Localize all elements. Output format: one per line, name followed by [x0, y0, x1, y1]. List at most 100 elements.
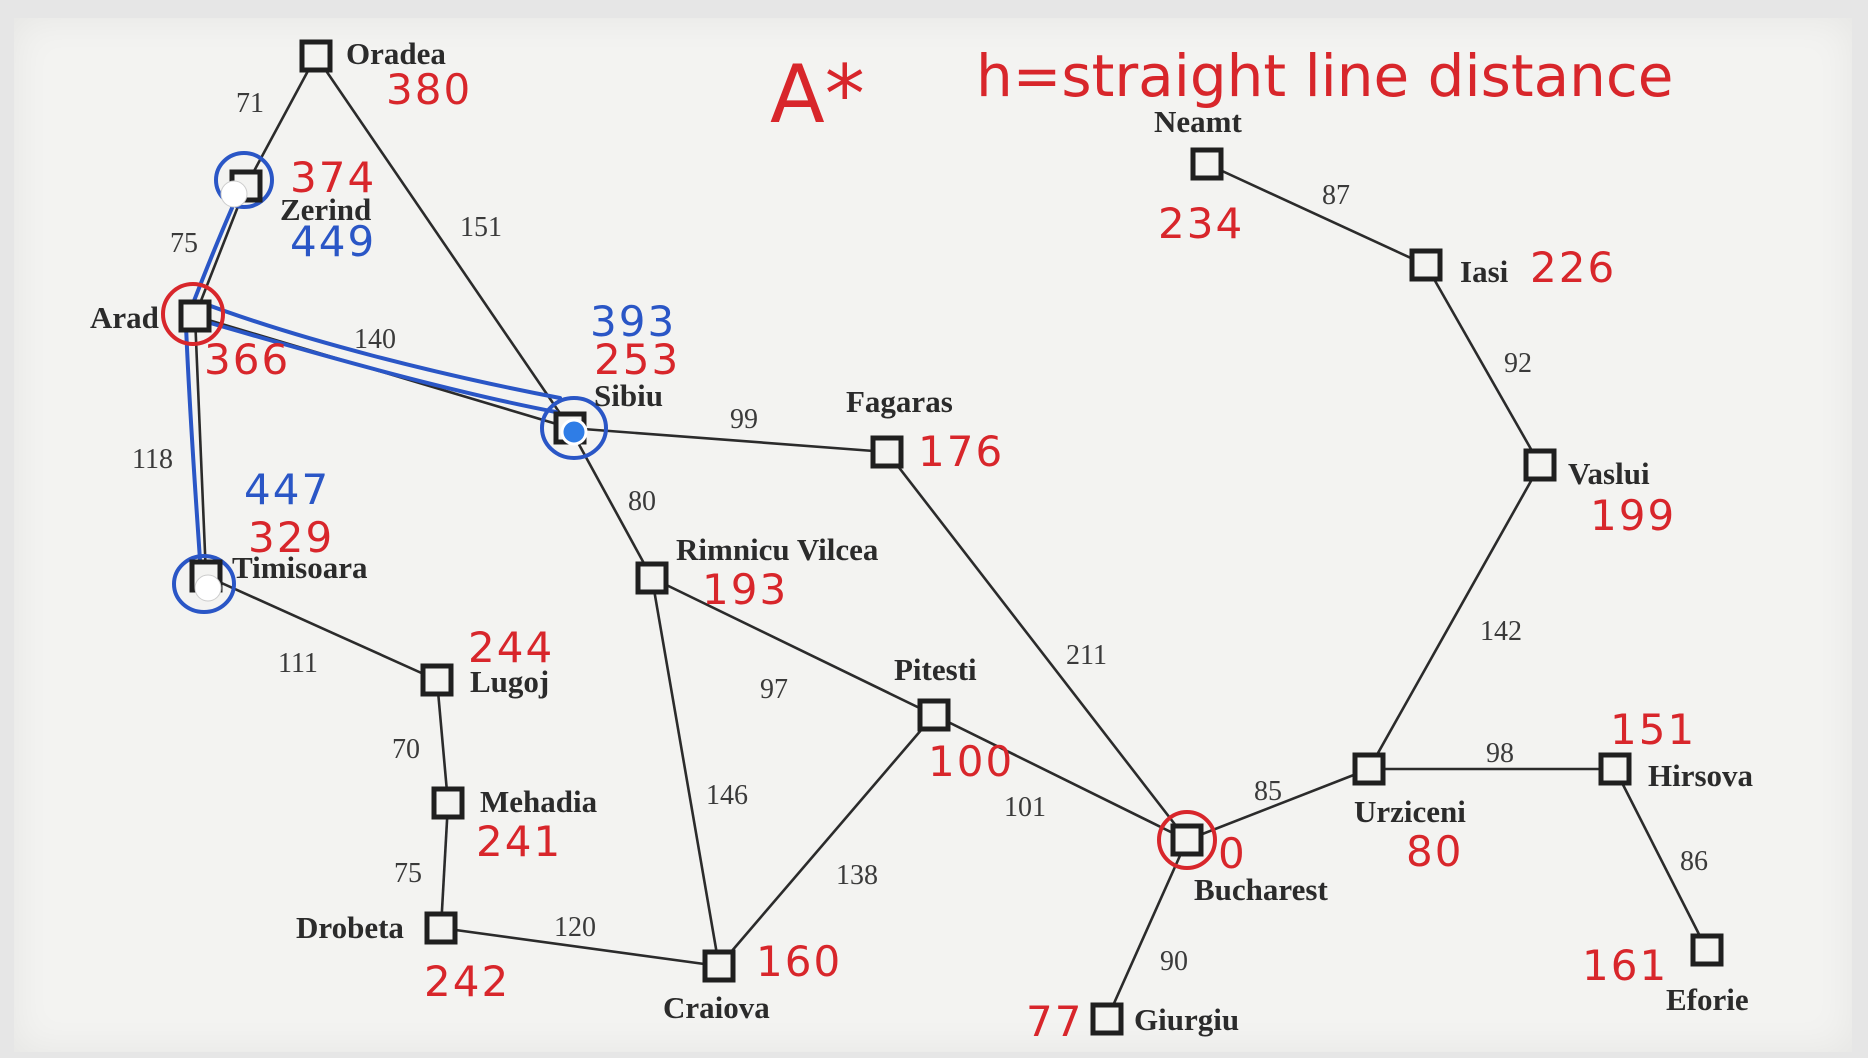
heuristic-values: 380 374 366 253 329 244 241 242 160 193 … [204, 65, 1696, 1046]
dist-drobeta-craiova: 120 [554, 912, 596, 943]
h-hirsova: 151 [1610, 705, 1696, 754]
h-oradea: 380 [386, 65, 472, 114]
circle-bucharest [1157, 810, 1217, 870]
dist-craiova-pitesti: 138 [836, 860, 878, 891]
h-craiova: 160 [756, 937, 842, 986]
label-arad: Arad [90, 300, 159, 335]
h-giurgiu: 77 [1026, 997, 1083, 1046]
dist-pitesti-bucharest: 101 [1004, 792, 1046, 823]
distance-labels: 71 75 151 140 118 111 70 75 120 99 80 97… [132, 88, 1708, 977]
road-craiova-pitesti [718, 714, 935, 967]
road-drobeta-craiova [440, 926, 720, 968]
h-mehadia: 241 [476, 817, 562, 866]
dist-sibiu-rimnicu: 80 [628, 486, 656, 517]
road-oradea-sibiu [314, 55, 572, 429]
label-vaslui: Vaslui [1568, 456, 1650, 491]
circle-sibiu [540, 396, 608, 460]
h-lugoj: 244 [468, 623, 554, 672]
circle-timisoara [172, 554, 236, 614]
node-pitesti [917, 698, 951, 732]
h-timisoara: 329 [248, 513, 334, 562]
label-oradea: Oradea [346, 36, 446, 71]
node-vaslui [1523, 448, 1557, 482]
h-sibiu: 253 [594, 335, 680, 384]
roads [193, 55, 1709, 1020]
node-lugoj [420, 663, 454, 697]
circle-arad [161, 282, 225, 346]
dist-arad-sibiu: 140 [354, 324, 396, 355]
label-mehadia: Mehadia [480, 784, 598, 819]
dist-bucharest-urziceni: 85 [1254, 776, 1282, 807]
heuristic-label: h=straight line distance [976, 42, 1673, 110]
h-neamt: 234 [1158, 199, 1244, 248]
dist-urziceni-vaslui: 142 [1480, 616, 1522, 647]
road-vaslui-iasi [1424, 264, 1542, 466]
white-dot-timisoara [194, 574, 222, 602]
node-fagaras [870, 435, 904, 469]
label-eforie: Eforie [1666, 982, 1749, 1017]
h-arad: 366 [204, 335, 290, 384]
road-rimnicu-pitesti [651, 576, 935, 717]
label-iasi: Iasi [1460, 254, 1509, 289]
road-oradea-zerind [244, 55, 318, 187]
label-giurgiu: Giurgiu [1134, 1002, 1239, 1037]
label-bucharest: Bucharest [1194, 872, 1328, 907]
road-hirsova-eforie [1613, 768, 1709, 951]
white-dot-zerind [220, 180, 248, 208]
dist-timisoara-lugoj: 111 [278, 648, 318, 679]
road-fagaras-bucharest [885, 451, 1189, 841]
f-cost-values: 449 393 447 [244, 217, 676, 514]
label-timisoara: Timisoara [232, 550, 368, 585]
f-timisoara: 447 [244, 465, 330, 514]
label-lugoj: Lugoj [470, 664, 549, 699]
blue-dot-sibiu [560, 418, 588, 446]
road-pitesti-bucharest [933, 713, 1188, 842]
dist-zerind-arad: 75 [170, 228, 198, 259]
dist-lugoj-mehadia: 70 [392, 734, 420, 765]
label-neamt: Neamt [1154, 104, 1242, 139]
dist-fagaras-bucharest: 211 [1066, 640, 1107, 671]
label-drobeta: Drobeta [296, 910, 404, 945]
dist-arad-timisoara: 118 [132, 444, 173, 475]
h-eforie: 161 [1582, 941, 1668, 990]
city-nodes [178, 39, 1724, 1036]
node-giurgiu [1090, 1002, 1124, 1036]
road-sibiu-rimnicu [568, 427, 654, 579]
dist-rimnicu-pitesti: 97 [760, 674, 788, 705]
h-bucharest: 0 [1218, 829, 1247, 878]
road-timisoara-lugoj [205, 574, 438, 682]
search-path-overlay [172, 151, 608, 614]
dist-oradea-sibiu: 151 [460, 212, 502, 243]
node-mehadia [431, 786, 465, 820]
label-hirsova: Hirsova [1648, 758, 1754, 793]
whiteboard [14, 18, 1852, 1052]
dist-vaslui-iasi: 92 [1504, 348, 1532, 379]
dist-urziceni-hirsova: 98 [1486, 738, 1514, 769]
path-arad-zerind [190, 206, 234, 308]
dist-iasi-neamt: 87 [1322, 180, 1350, 211]
label-rimnicu: Rimnicu Vilcea [676, 532, 879, 567]
h-fagaras: 176 [918, 427, 1004, 476]
label-craiova: Craiova [663, 990, 770, 1025]
road-urziceni-vaslui [1367, 464, 1542, 770]
title-annotations: A* h=straight line distance [770, 42, 1673, 141]
label-urziceni: Urziceni [1354, 794, 1466, 829]
road-lugoj-mehadia [435, 679, 450, 804]
label-zerind: Zerind [280, 192, 371, 227]
node-iasi [1409, 248, 1443, 282]
dist-mehadia-drobeta: 75 [394, 858, 422, 889]
road-mehadia-drobeta [439, 802, 450, 929]
node-craiova [702, 949, 736, 983]
city-labels: Oradea Zerind Arad Sibiu Timisoara Lugoj… [90, 36, 1754, 1037]
node-neamt [1190, 147, 1224, 181]
road-bucharest-urziceni [1186, 767, 1370, 842]
label-sibiu: Sibiu [594, 378, 663, 413]
algorithm-label: A* [770, 48, 865, 141]
h-rimnicu: 193 [702, 565, 788, 614]
dist-oradea-zerind: 71 [236, 88, 264, 119]
h-drobeta: 242 [424, 957, 510, 1006]
label-pitesti: Pitesti [894, 652, 977, 687]
circle-zerind [214, 151, 274, 209]
f-sibiu: 393 [590, 297, 676, 346]
node-drobeta [424, 911, 458, 945]
